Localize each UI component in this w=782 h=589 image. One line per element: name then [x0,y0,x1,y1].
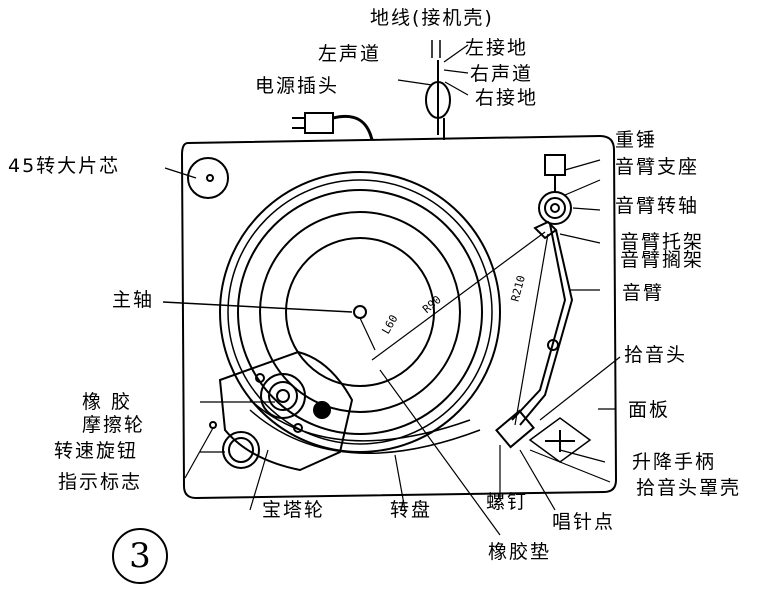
adapter-45-icon [187,157,229,199]
label-counterweight: 重锤 [615,129,658,151]
label-stylus-point: 唱针点 [552,511,616,533]
speed-knob-icon [222,431,260,469]
label-rubber-mat: 橡胶垫 [488,541,552,563]
label-tonearm-support: 音臂支座 [615,156,700,178]
figure-number: 3 [112,528,168,584]
label-tonearm: 音臂 [622,282,665,304]
spindle-icon [353,305,367,319]
label-tonearm-rest: 音臂搁架 [620,249,705,271]
label-speed-knob: 转速旋钮 [54,440,139,462]
label-spindle: 主轴 [112,289,155,311]
cartridge-icon [495,409,535,449]
label-power-plug: 电源插头 [255,75,340,97]
label-platter: 转盘 [390,499,433,521]
label-right-channel: 右声道 [470,63,534,85]
label-friction-wheel: 摩擦轮 [82,414,146,436]
label-left-ground: 左接地 [465,37,529,59]
label-cartridge: 拾音头 [624,344,688,366]
lift-lever-icon [528,417,592,463]
label-screw: 螺钉 [486,491,529,513]
label-cartridge-shell: 拾音头罩壳 [636,477,742,499]
tonearm [519,229,574,426]
label-panel: 面板 [628,399,671,421]
label-rubber: 橡 胶 [82,391,133,413]
base-panel [180,134,618,500]
label-ground-wire: 地线(接机壳) [370,7,494,29]
counterweight-icon [544,154,566,176]
tonearm-pivot-icon [538,191,572,225]
label-tonearm-pivot: 音臂转轴 [615,195,700,217]
label-step-pulley: 宝塔轮 [262,499,326,521]
label-tonearm-bracket: 音臂托架 [620,231,705,253]
label-indicator-mark: 指示标志 [58,471,143,493]
label-lift-lever: 升降手柄 [632,451,717,473]
label-left-channel: 左声道 [318,43,382,65]
platter-outer [219,171,501,453]
label-right-ground: 右接地 [475,87,539,109]
power-plug-icon [304,112,334,134]
label-adapter-45: 45转大片芯 [8,155,121,177]
